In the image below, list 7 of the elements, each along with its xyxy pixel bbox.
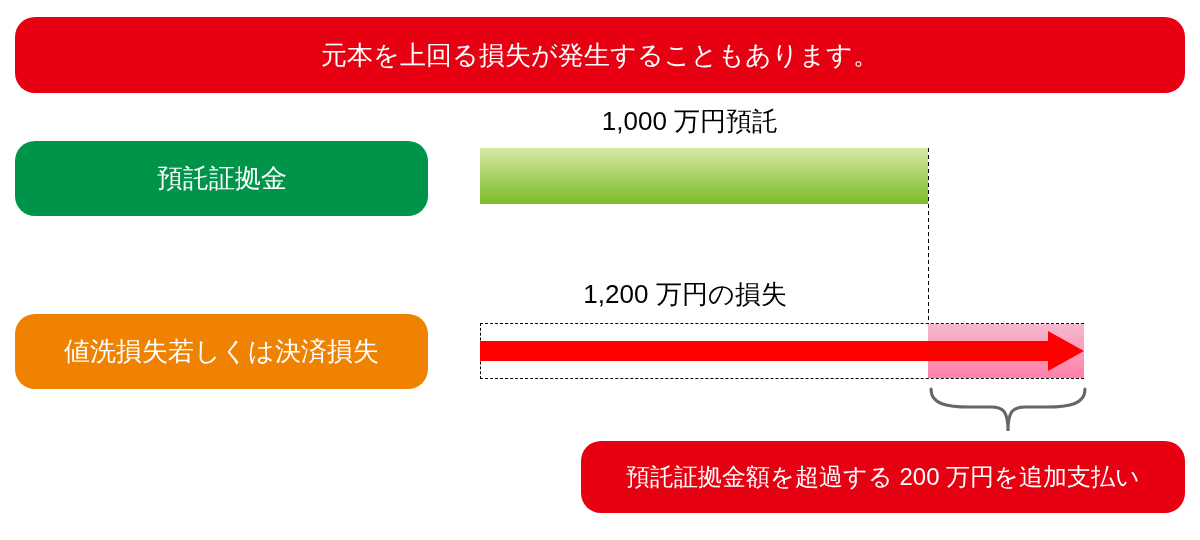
note-box: 預託証拠金額を超過する 200 万円を追加支払い [581,441,1185,513]
bar-label: 1,000 万円預託 [601,105,779,138]
label-box: 預託証拠金 [15,141,428,216]
bar-label: 1,200 万円の損失 [583,278,787,311]
dashed-line [928,147,929,325]
warning-banner: 元本を上回る損失が発生することもあります。 [15,17,1185,93]
label-box: 値洗損失若しくは決済損失 [15,314,428,389]
